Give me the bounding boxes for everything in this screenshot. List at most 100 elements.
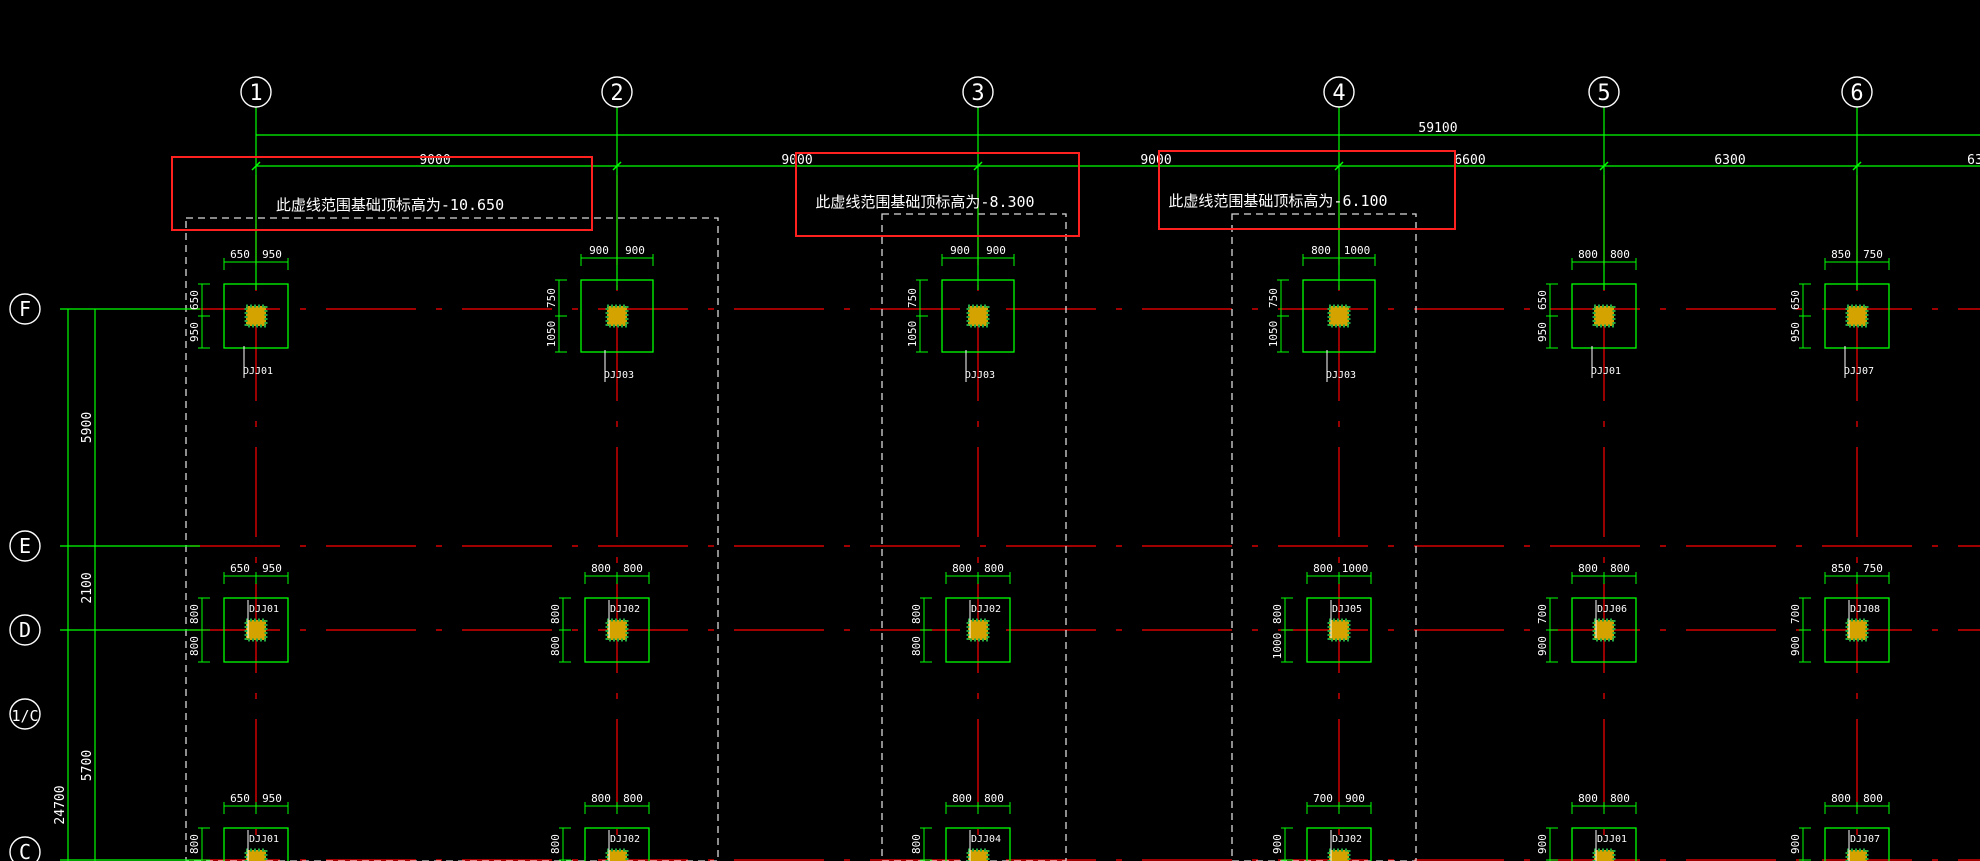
footing-top-dim-right: 750	[1863, 248, 1883, 261]
footing-top-dim-left: 800	[591, 562, 611, 575]
footing-outline[interactable]	[1302, 279, 1376, 353]
footing-side-dim-lower: 800	[549, 636, 562, 656]
left-bay-dimension-label-2: 2100	[80, 572, 95, 603]
footing-outline[interactable]	[945, 597, 1011, 663]
footing-tag-label: DJJ02	[1332, 834, 1362, 845]
row-grid-bubble-D[interactable]	[9, 614, 41, 646]
zone-note-box-3	[1158, 150, 1456, 230]
footing-top-dim-right: 900	[625, 244, 645, 257]
column-grid-bubble-3[interactable]	[962, 76, 994, 108]
footing-tag-label: DJJ01	[1597, 834, 1627, 845]
footing-top-dim-right: 1000	[1342, 562, 1369, 575]
footing-side-dim-lower: 800	[910, 636, 923, 656]
footing-top-dim-right: 800	[984, 562, 1004, 575]
footing-outline[interactable]	[945, 827, 1011, 861]
footing-outline[interactable]	[941, 279, 1015, 353]
footing-side-dim-upper: 700	[1789, 604, 1802, 624]
column-grid-bubble-1[interactable]	[240, 76, 272, 108]
footing-top-dim-left: 800	[1311, 244, 1331, 257]
footing-outline[interactable]	[584, 597, 650, 663]
footing-top-dim-right: 950	[262, 792, 282, 805]
footing-top-dim-right: 950	[262, 562, 282, 575]
column-block	[244, 304, 268, 328]
footing-side-dim-lower: 1050	[545, 321, 558, 348]
footing-top-dim-left: 850	[1831, 562, 1851, 575]
row-grid-label-F: F	[19, 297, 31, 321]
footing-outline[interactable]	[1824, 827, 1890, 861]
column-grid-label-2: 2	[610, 81, 623, 106]
footing-tag-label: DJJ07	[1850, 834, 1880, 845]
footing-outline[interactable]	[1571, 283, 1637, 349]
footing-outline[interactable]	[584, 827, 650, 861]
footing-outline[interactable]	[580, 279, 654, 353]
footing-side-dim-lower: 1000	[1271, 633, 1284, 660]
footing-tag-label: DJJ02	[971, 604, 1001, 615]
column-block	[244, 848, 268, 861]
footing-top-dim-left: 850	[1831, 248, 1851, 261]
zone-note-box-2	[795, 152, 1080, 237]
footing-top-dim-left: 700	[1313, 792, 1333, 805]
footing-side-dim-lower: 1050	[1267, 321, 1280, 348]
footing-top-dim-left: 800	[952, 792, 972, 805]
footing-top-dim-right: 900	[1345, 792, 1365, 805]
footing-side-dim-upper: 800	[549, 604, 562, 624]
footing-outline[interactable]	[223, 827, 289, 861]
footing-side-dim-lower: 900	[1789, 636, 1802, 656]
footing-tag-label: DJJ01	[249, 834, 279, 845]
column-grid-label-6: 6	[1850, 81, 1863, 106]
row-grid-bubble-F[interactable]	[9, 293, 41, 325]
row-grid-bubble-C[interactable]	[9, 836, 41, 861]
column-grid-bubble-6[interactable]	[1841, 76, 1873, 108]
footing-outline[interactable]	[1824, 283, 1890, 349]
footing-tag-label: DJJ07	[1844, 366, 1874, 377]
column-grid-bubble-2[interactable]	[601, 76, 633, 108]
footing-top-dim-left: 900	[589, 244, 609, 257]
footing-outline[interactable]	[1571, 827, 1637, 861]
footing-outline[interactable]	[1824, 597, 1890, 663]
bay-dimension-label-4: 6600	[1454, 153, 1485, 168]
column-grid-bubble-4[interactable]	[1323, 76, 1355, 108]
bay-tick-1	[251, 161, 261, 171]
footing-outline[interactable]	[223, 597, 289, 663]
footing-top-dim-right: 1000	[1344, 244, 1371, 257]
bay-tick-3	[973, 161, 983, 171]
column-grid-bubble-5[interactable]	[1588, 76, 1620, 108]
row-grid-bubble-1-C[interactable]	[9, 698, 41, 730]
dashed-zones-layer	[185, 213, 1417, 861]
footing-tag-label: DJJ03	[1326, 370, 1356, 381]
footing-side-dim-lower: 900	[1536, 636, 1549, 656]
footing-outline[interactable]	[223, 283, 289, 349]
footing-side-dim-upper: 800	[910, 834, 923, 854]
dashed-zone-1	[185, 217, 719, 861]
footing-outline[interactable]	[1306, 597, 1372, 663]
footing-outline[interactable]	[1306, 827, 1372, 861]
row-grid-bubble-E[interactable]	[9, 530, 41, 562]
column-block	[1327, 618, 1351, 642]
footing-outline[interactable]	[1571, 597, 1637, 663]
footing-top-dim-right: 800	[623, 562, 643, 575]
footing-top-dim-left: 650	[230, 248, 250, 261]
column-block	[1327, 848, 1351, 861]
footing-top-dim-left: 800	[1578, 248, 1598, 261]
column-block	[1592, 848, 1616, 861]
